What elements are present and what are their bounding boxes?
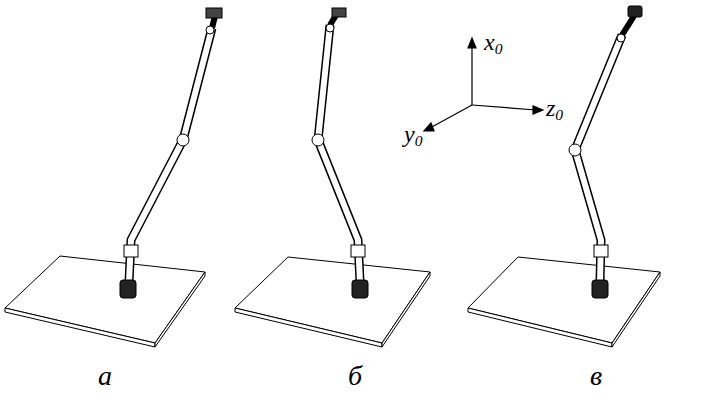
base-plate xyxy=(235,257,430,343)
axis-label: x0 xyxy=(484,30,502,56)
plate-edge xyxy=(612,272,660,347)
base-plate xyxy=(468,257,660,343)
plate-edge xyxy=(382,272,430,347)
figure-letter: б xyxy=(348,362,362,390)
plate-edge xyxy=(155,272,205,347)
figure-letter: а xyxy=(98,362,112,390)
plate-edge xyxy=(235,308,382,347)
figure-letter: в xyxy=(590,362,602,390)
robot-arm xyxy=(569,6,642,298)
coordinate-axes xyxy=(424,38,543,131)
plate-edge xyxy=(468,308,612,347)
robot-arm xyxy=(312,8,368,298)
robot-arm xyxy=(120,8,222,298)
axis-label: z0 xyxy=(546,96,563,122)
plate-edge xyxy=(5,308,155,347)
base-plate xyxy=(5,256,205,343)
axis-label: y0 xyxy=(404,122,422,148)
